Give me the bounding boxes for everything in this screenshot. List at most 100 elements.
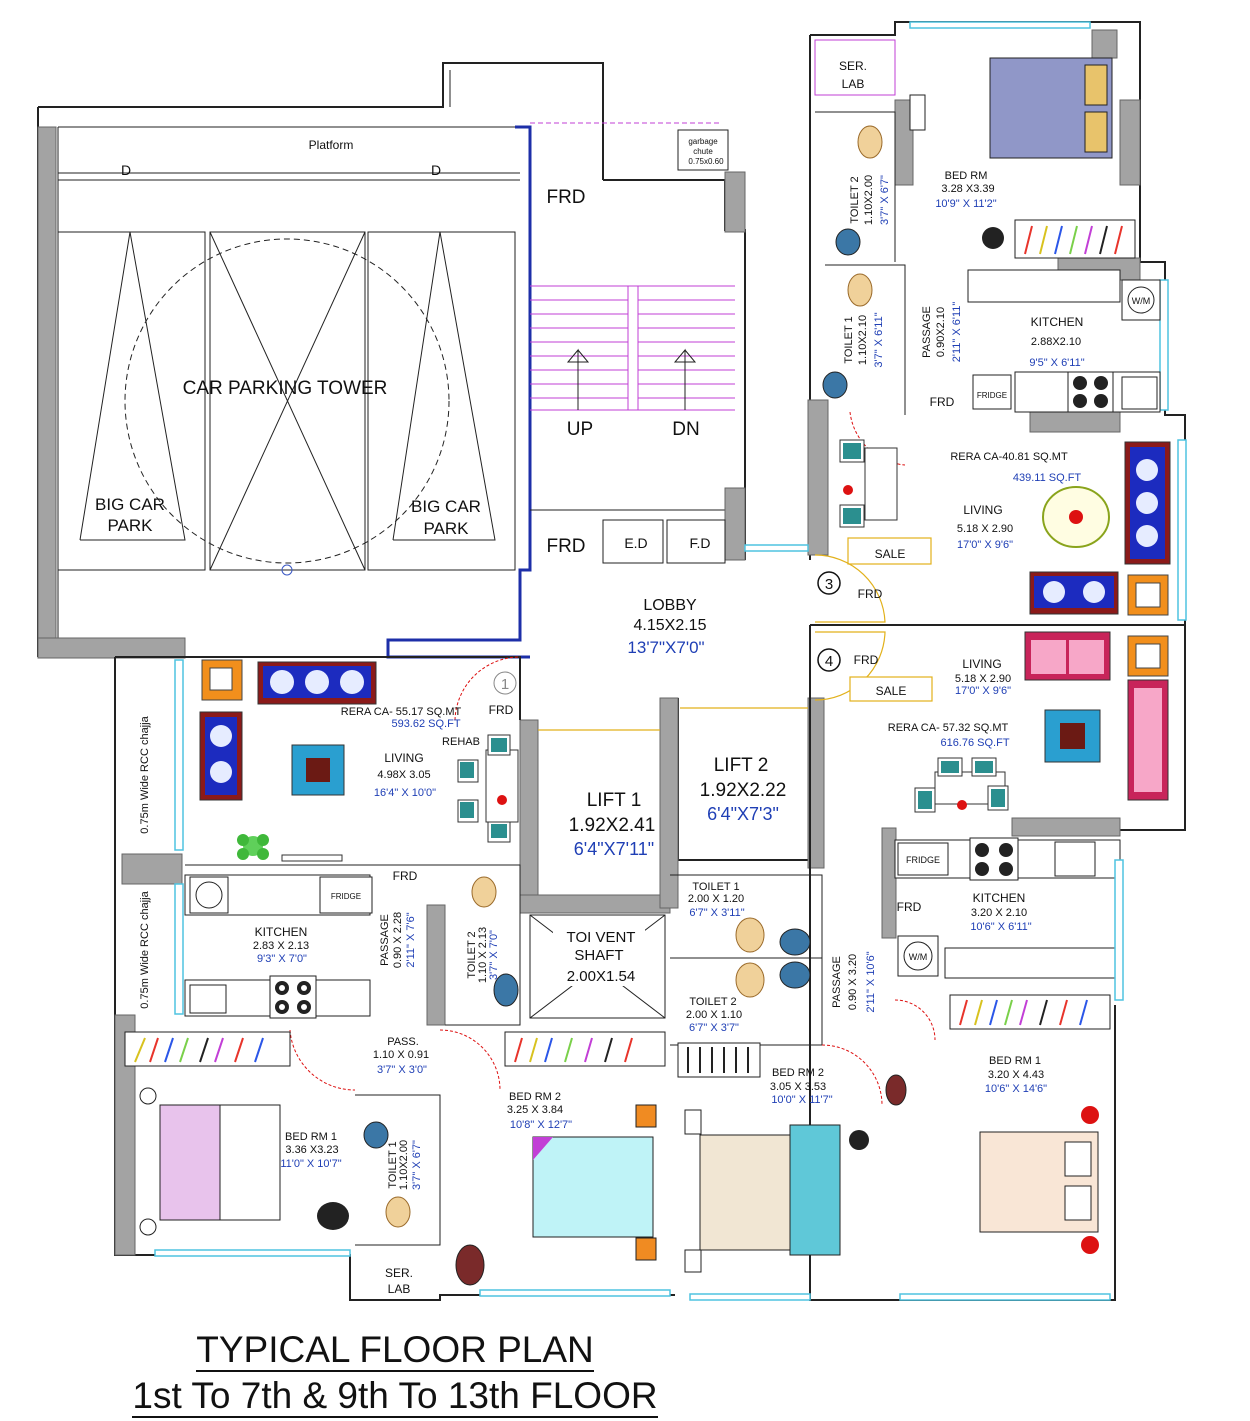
flat1-toilet1-wc <box>385 1196 411 1228</box>
flat1-wardrobe-bed1 <box>124 1031 291 1067</box>
flat4-window-kitchen <box>1114 859 1124 1001</box>
flat1-bed2-plant <box>455 1244 485 1286</box>
flat4-dining-set <box>914 757 1009 813</box>
flat4-number: 4 <box>825 653 833 670</box>
flat3-bed-size: 3.28 X3.39 <box>941 183 994 195</box>
lift1-size: 1.92X2.41 <box>569 815 656 836</box>
flat3-bed-plant <box>982 227 1004 249</box>
flat3-toilet1-basin <box>822 371 848 399</box>
stair-column-top <box>724 171 746 233</box>
flat1-passage-column <box>426 904 446 1026</box>
flat3-living: LIVING <box>963 503 1002 517</box>
flat4-toilet2-basin <box>779 961 811 989</box>
flat3-toilet2-ft: 3'7" X 6'7" <box>879 175 891 225</box>
flat3-wm-label: W/M <box>1132 296 1151 306</box>
garbage-label-3: 0.75x0.60 <box>688 157 724 166</box>
car-parking-tower-label: CAR PARKING TOWER <box>183 378 388 399</box>
flat4-bed2-plant <box>849 1130 869 1150</box>
flat4-bed1-plant <box>885 1074 907 1106</box>
flat3-kitchen: KITCHEN <box>1031 315 1084 329</box>
lobby-label: LOBBY <box>643 597 697 614</box>
flat1-bed1-plant <box>317 1202 349 1230</box>
flat4-bed2-ft: 10'0" X 11'7" <box>771 1094 832 1106</box>
lift2-wall-right <box>807 697 825 869</box>
parking-south-wall <box>37 637 186 659</box>
flat1-pass: PASS. <box>387 1036 419 1048</box>
lift1-label: LIFT 1 <box>587 790 642 811</box>
flat1-serlab-1: SER. <box>385 1266 413 1280</box>
flat3-column-bed <box>1119 99 1141 186</box>
flat1-rehab: REHAB <box>442 736 480 748</box>
flat3-toilet2: TOILET 2 <box>849 176 861 223</box>
flat4-kitchen-ft: 10'6" X 6'11" <box>970 921 1031 933</box>
flat4-fridge-label: FRIDGE <box>906 855 940 865</box>
flat4-number-circle <box>817 648 841 672</box>
flat3-column-ne <box>1091 29 1118 59</box>
flat3-frd-entry: FRD <box>858 587 883 601</box>
flat-3: SER. LAB TOILET 2 1.10X2.00 3'7" X 6'7" … <box>744 21 1187 831</box>
flat4-fridge <box>897 842 949 876</box>
flat3-wardrobe <box>1014 219 1136 259</box>
flat1-serlab-2: LAB <box>388 1282 411 1296</box>
fd-label: F.D <box>690 535 711 551</box>
flat1-bed1 <box>139 1087 281 1236</box>
platform-label: Platform <box>309 138 354 152</box>
door-d-right: D <box>431 162 441 178</box>
flat1-pass-size: 1.10 X 0.91 <box>373 1049 429 1061</box>
flat3-kitchen-counter-top <box>967 269 1121 303</box>
title-block: TYPICAL FLOOR PLAN 1st To 7th & 9th To 1… <box>0 1328 790 1420</box>
flat3-number: 3 <box>825 576 833 593</box>
flat4-window-bed1 <box>899 1293 1111 1301</box>
stair-frd-top: FRD <box>546 187 585 208</box>
flat1-rera-ft: 593.62 SQ.FT <box>391 718 460 730</box>
flat4-window-bed2 <box>689 1293 811 1301</box>
flat1-kitchen: KITCHEN <box>255 925 308 939</box>
big-car-park-left-2: PARK <box>107 516 153 535</box>
flat4-bed1-size: 3.20 X 4.43 <box>988 1069 1044 1081</box>
flat1-column-chajja <box>121 853 183 885</box>
flat3-window-bed <box>909 21 1091 29</box>
flat1-living-ft: 16'4" X 10'0" <box>374 787 436 799</box>
floor-plan: Platform D D CAR PARKING TOWER BIG CAR P… <box>37 21 1187 1301</box>
shaft-size: 2.00X1.54 <box>567 968 635 985</box>
flat4-bed2-size: 3.05 X 3.53 <box>770 1081 826 1093</box>
flat4-bed2: BED RM 2 <box>772 1067 824 1079</box>
flat1-window-kitchen <box>174 883 184 1015</box>
flat4-toilet2-size: 2.00 X 1.10 <box>686 1009 742 1021</box>
plan-title: TYPICAL FLOOR PLAN <box>196 1329 594 1372</box>
shaft-label-1: TOI VENT <box>567 929 636 946</box>
flat1-rera: RERA CA- 55.17 SQ.MT <box>341 706 462 718</box>
flat3-kitchen-size: 2.88X2.10 <box>1031 336 1081 348</box>
flat3-toilet1-size: 1.10X2.10 <box>857 315 869 365</box>
electric-duct <box>602 519 664 564</box>
flat4-passage-ft: 2'11" X 10'6" <box>865 951 877 1012</box>
flat4-toilet1-wc <box>735 917 765 953</box>
garbage-chute <box>677 129 729 171</box>
flat4-passage-size: 0.90 X 3.20 <box>847 954 859 1010</box>
flat4-wm-label: W/M <box>909 952 928 962</box>
flat1-toilet2: TOILET 2 <box>466 931 478 978</box>
flat1-toilet2-basin <box>493 973 519 1007</box>
lobby-size-ft: 13'7"X7'0" <box>627 638 704 657</box>
flat4-toilet1-size: 2.00 X 1.20 <box>688 893 744 905</box>
flat4-wardrobe-bed1 <box>949 994 1111 1030</box>
flat4-washing-machine <box>897 935 939 977</box>
lobby-size: 4.15X2.15 <box>634 617 707 634</box>
lift-separator-column <box>659 697 679 909</box>
lift1-wall-left <box>519 719 539 911</box>
flat1-toilet2-size: 1.10 X 2.13 <box>477 927 489 983</box>
flat1-passage-size: 0.90 X 2.28 <box>392 912 404 968</box>
flat3-bed <box>909 57 1113 159</box>
flat4-hob <box>969 837 1019 881</box>
garbage-label-1: garbage <box>688 137 718 146</box>
garbage-label-2: chute <box>693 147 713 156</box>
flat1-number: 1 <box>501 676 509 693</box>
lift1-wall-bottom <box>519 894 671 914</box>
big-car-park-right-2: PARK <box>423 519 469 538</box>
flat1-passage-ft: 2'11" X 7'6" <box>405 912 417 967</box>
flat1-bed2 <box>532 1104 657 1261</box>
flat4-toilet2-ft: 6'7" X 3'7" <box>689 1022 739 1034</box>
core-window <box>744 544 809 552</box>
lift1-size-ft: 6'4"X7'11" <box>574 839 654 859</box>
flat3-toilet1-wc <box>847 273 873 307</box>
